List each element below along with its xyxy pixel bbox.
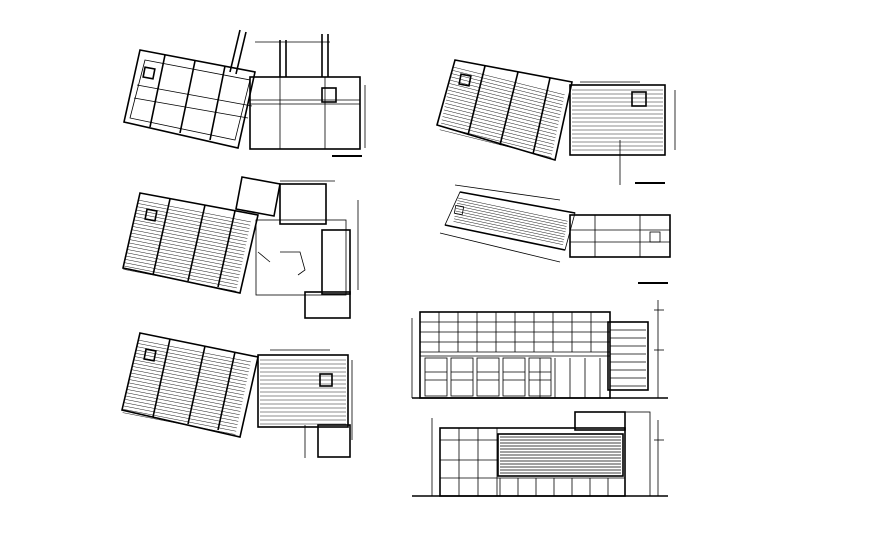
plan5-straight-wing — [569, 214, 671, 258]
front-elevation — [411, 300, 668, 399]
third-floor-framing-plan — [121, 332, 353, 458]
plan4-straight-wing — [569, 84, 666, 156]
plan4-angled-wing — [436, 59, 573, 162]
plan1-straight-wing — [249, 76, 361, 150]
elev2-louvre-panel — [497, 433, 624, 477]
second-floor-framing-plan — [122, 176, 359, 319]
plan5-scale-bar — [638, 282, 668, 284]
plan2-angled-wing — [122, 192, 259, 294]
fourth-floor-framing-plan — [436, 59, 676, 185]
plan3-straight-wing — [257, 354, 349, 428]
roof-framing-plan — [439, 184, 671, 284]
elev1-tower — [607, 321, 649, 391]
rear-elevation — [412, 411, 668, 497]
plan1-angled-wing — [123, 49, 256, 149]
plan3-angled-wing — [121, 332, 259, 438]
plan4-scale-bar — [635, 182, 665, 184]
plan1-scale-bar — [332, 155, 362, 157]
first-floor-framing-plan — [123, 29, 366, 157]
plan2-stair — [321, 229, 351, 295]
